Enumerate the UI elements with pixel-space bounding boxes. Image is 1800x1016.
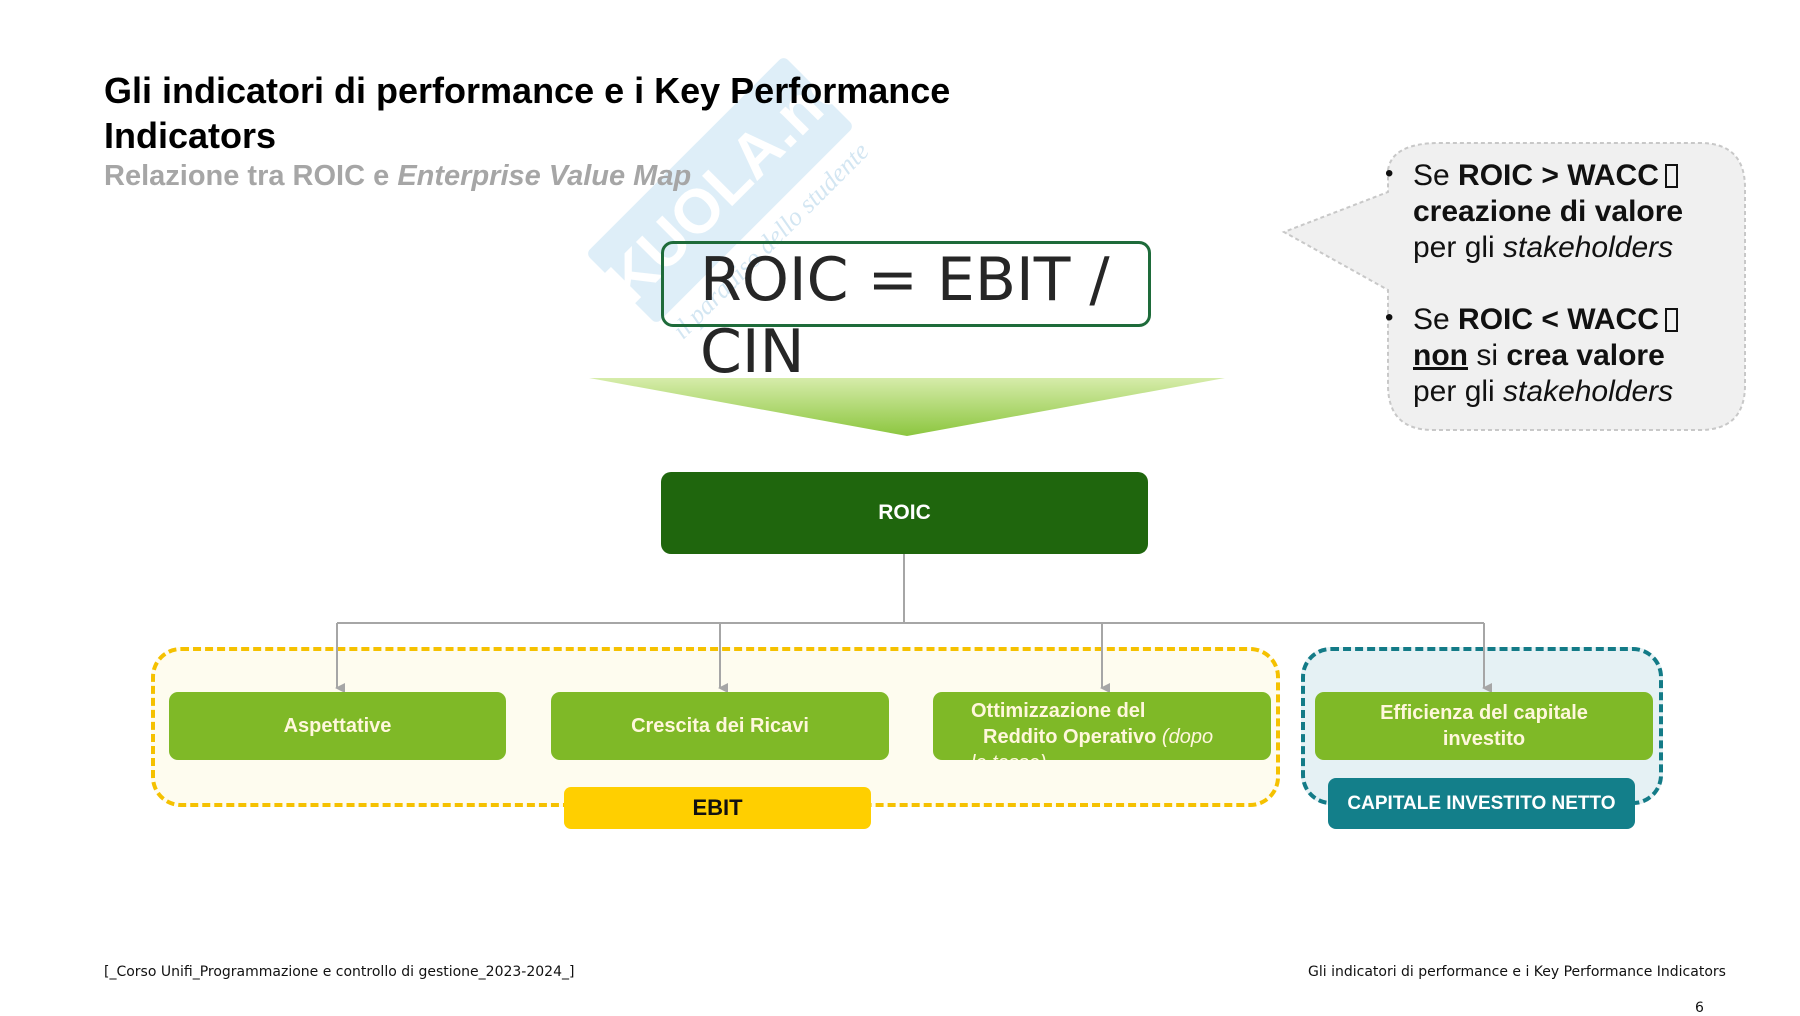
bullet-1-result: creazione di valore xyxy=(1413,195,1684,228)
capitale-investito-netto-label: CAPITALE INVESTITO NETTO xyxy=(1328,778,1635,829)
arrow-right-icon xyxy=(1664,308,1678,332)
slide-subtitle: Relazione tra ROIC e Enterprise Value Ma… xyxy=(104,158,691,194)
formula-text: ROIC = EBIT / CIN xyxy=(700,245,1110,387)
page-number: 6 xyxy=(1695,1000,1704,1016)
bullet-1-tail-italic: stakeholders xyxy=(1503,231,1674,264)
footer-course: [_Corso Unifi_Programmazione e controllo… xyxy=(104,964,575,980)
footer-topic: Gli indicatori di performance e i Key Pe… xyxy=(1308,964,1726,980)
bullet-2-negation: non xyxy=(1413,339,1468,372)
bullet-1-prefix: Se xyxy=(1413,159,1459,192)
subtitle-plain: Relazione tra ROIC e xyxy=(104,160,398,192)
callout-bullet-2: • Se ROIC < WACC non si crea valore per … xyxy=(1385,302,1735,410)
bullet-icon: • xyxy=(1385,304,1394,331)
arrow-right-icon xyxy=(1664,164,1678,188)
ebit-label: EBIT xyxy=(564,787,871,829)
driver-crescita-ricavi: Crescita dei Ricavi xyxy=(551,692,889,760)
formula-box xyxy=(661,241,1151,327)
slide-title: Gli indicatori di performance e i Key Pe… xyxy=(104,70,951,156)
down-arrow-shape xyxy=(589,378,1225,436)
driver-efficienza-capitale: Efficienza del capitale investito xyxy=(1315,692,1653,760)
driver-ottimizzazione-line2-italic: (dopo xyxy=(1156,726,1214,748)
roic-node: ROIC xyxy=(661,472,1148,554)
driver-aspettative: Aspettative xyxy=(169,692,506,760)
bullet-1-tail: per gli xyxy=(1413,231,1504,264)
driver-ottimizzazione-line2: Reddito Operativo xyxy=(983,726,1157,748)
bullet-2-result: crea valore xyxy=(1506,339,1665,372)
bullet-2-middle: si xyxy=(1467,339,1507,372)
subtitle-italic: Enterprise Value Map xyxy=(397,160,692,192)
bullet-2-tail-italic: stakeholders xyxy=(1503,375,1674,408)
callout-text: • Se ROIC > WACC creazione di valore per… xyxy=(1385,158,1735,446)
driver-ottimizzazione-reddito: Ottimizzazione del Reddito Operativo (do… xyxy=(933,692,1271,760)
callout-bubble xyxy=(1281,142,1746,431)
driver-ottimizzazione-line3: le tasse) xyxy=(971,750,1213,760)
arrow-triangle xyxy=(589,378,1225,436)
bullet-2-prefix: Se xyxy=(1413,303,1459,336)
driver-ottimizzazione-line1: Ottimizzazione del xyxy=(971,700,1146,722)
callout-bullet-1: • Se ROIC > WACC creazione di valore per… xyxy=(1385,158,1735,266)
callout-shape xyxy=(1281,142,1746,431)
bullet-icon: • xyxy=(1385,160,1394,187)
bullet-2-tail: per gli xyxy=(1413,375,1504,408)
bullet-2-condition: ROIC < WACC xyxy=(1458,303,1659,336)
bullet-1-condition: ROIC > WACC xyxy=(1458,159,1659,192)
